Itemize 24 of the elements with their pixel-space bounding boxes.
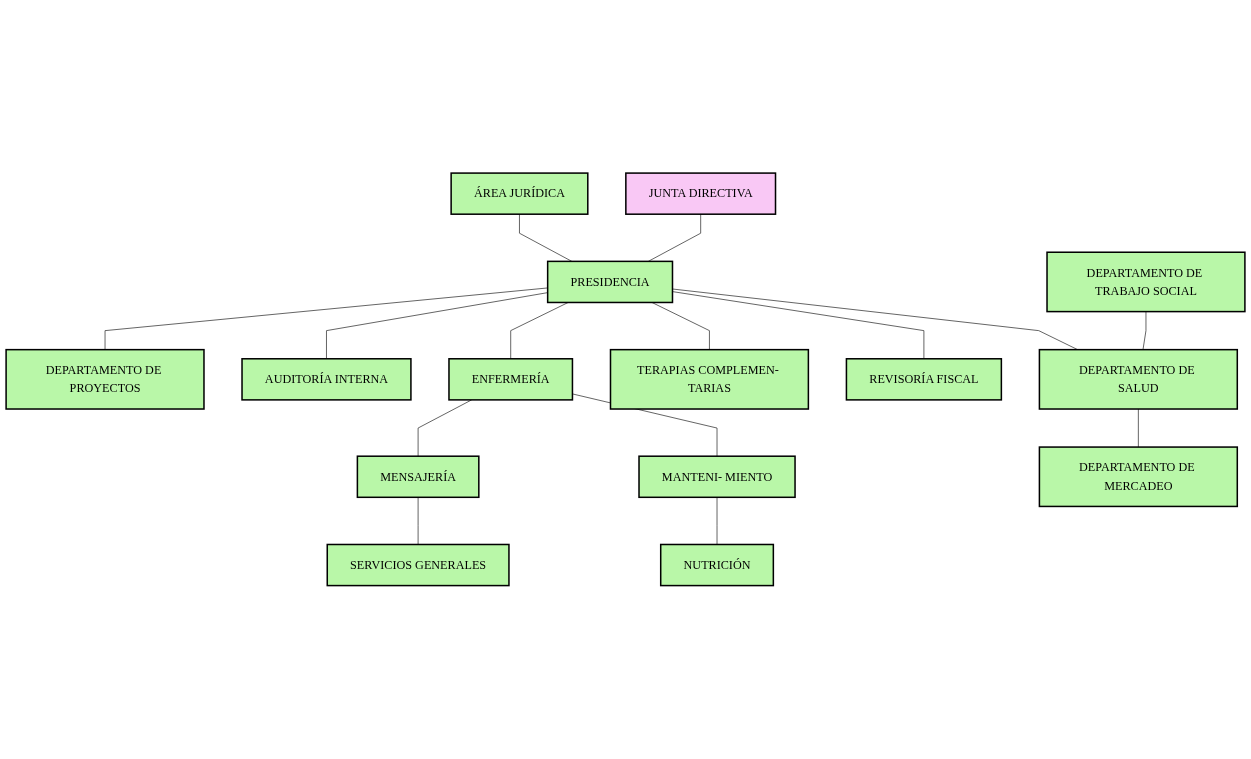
node-box: REVISORÍA FISCAL [845, 358, 1003, 401]
node-box: MANTENI- MIENTO [638, 455, 796, 499]
connector [1137, 408, 1139, 448]
connector [672, 291, 925, 360]
connector [1142, 311, 1147, 351]
node-box: NUTRICIÓN [659, 543, 775, 587]
node-box: ÁREA JURÍDICA [450, 172, 589, 216]
connector [510, 302, 569, 360]
node-box: ENFERMERÍA [448, 358, 574, 401]
connector [716, 497, 718, 545]
node-box: SERVICIOS GENERALES [326, 543, 510, 587]
node-box: DEPARTAMENTO DE SALUD [1038, 349, 1239, 410]
node-box: MENSAJERÍA [356, 455, 480, 499]
node-box: PRESIDENCIA [546, 260, 674, 304]
node-box: TERAPIAS COMPLEMEN- TARIAS [609, 349, 810, 410]
node-box: AUDITORÍA INTERNA [241, 358, 412, 401]
node-box: DEPARTAMENTO DE TRABAJO SOCIAL [1046, 251, 1246, 313]
node-box: JUNTA DIRECTIVA [625, 172, 777, 216]
connector [647, 213, 702, 262]
connector [519, 213, 573, 262]
connector [417, 497, 419, 545]
node-box: DEPARTAMENTO DE PROYECTOS [5, 349, 205, 410]
connector [651, 302, 710, 351]
node-box: DEPARTAMENTO DE MERCADEO [1038, 446, 1239, 508]
